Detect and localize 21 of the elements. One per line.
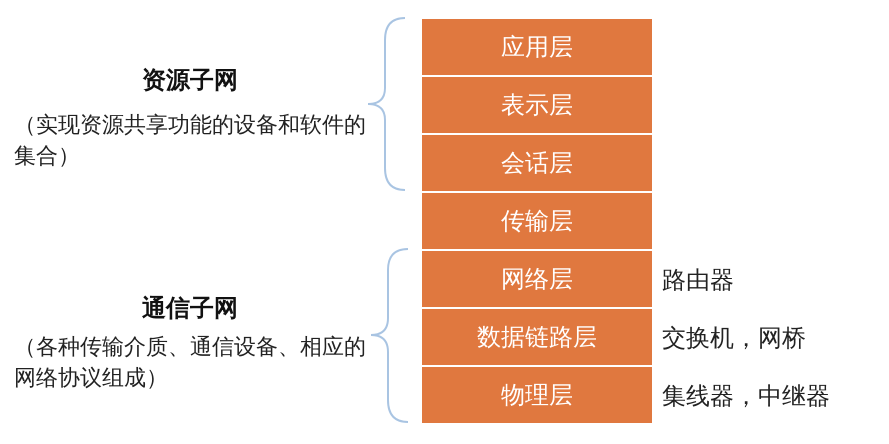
- layer-box: [422, 365, 652, 423]
- layer-box: [422, 191, 652, 249]
- device-label: 交换机，网桥: [662, 323, 806, 354]
- layer-name: 表示层: [501, 90, 573, 121]
- layer-name: 传输层: [501, 206, 573, 237]
- device-label: 集线器，中继器: [662, 381, 830, 412]
- layer-name: 网络层: [501, 264, 573, 295]
- layer-name: 应用层: [501, 32, 573, 63]
- layer-box: [422, 133, 652, 191]
- group-heading: 资源子网: [141, 65, 239, 96]
- layer-box: [422, 17, 652, 75]
- layer-box: [422, 249, 652, 307]
- group-heading: 通信子网: [141, 293, 239, 324]
- layer-box: [422, 307, 652, 365]
- group-description: （实现资源共享功能的设备和软件的集合）: [14, 112, 367, 171]
- group-description: （各种传输介质、通信设备、相应的网络协议组成）: [14, 334, 367, 393]
- device-label: 路由器: [662, 265, 734, 296]
- layer-box: [422, 75, 652, 133]
- layer-name: 物理层: [501, 380, 573, 411]
- layer-name: 会话层: [501, 148, 573, 179]
- layer-name: 数据链路层: [477, 322, 597, 353]
